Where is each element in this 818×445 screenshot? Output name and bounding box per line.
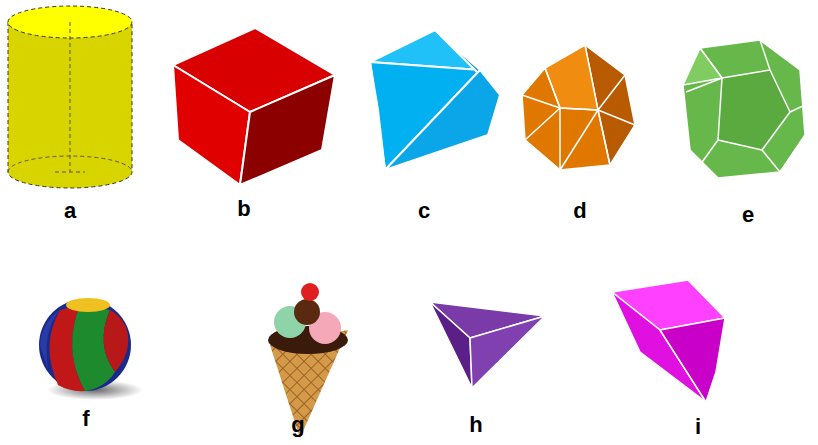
- magenta-polyhedron: [612, 280, 725, 402]
- cube: [173, 28, 335, 185]
- shape-letter: f: [82, 408, 89, 430]
- ice-cream-cone: [268, 283, 348, 438]
- shape-letter: e: [742, 204, 754, 226]
- shape-letter: i: [695, 416, 701, 438]
- beach-ball: [39, 298, 143, 400]
- shape-letter: c: [418, 200, 430, 222]
- tetrahedron: [430, 302, 545, 388]
- shape-letter: g: [291, 414, 304, 436]
- shape-letter: h: [469, 414, 482, 436]
- shape-letter: b: [237, 198, 250, 220]
- dodecahedron: [683, 40, 805, 178]
- icosahedron: [522, 45, 635, 170]
- octahedron: [370, 30, 500, 170]
- shape-letter: a: [64, 200, 76, 222]
- cylinder: [8, 6, 132, 188]
- shape-letter: d: [573, 200, 586, 222]
